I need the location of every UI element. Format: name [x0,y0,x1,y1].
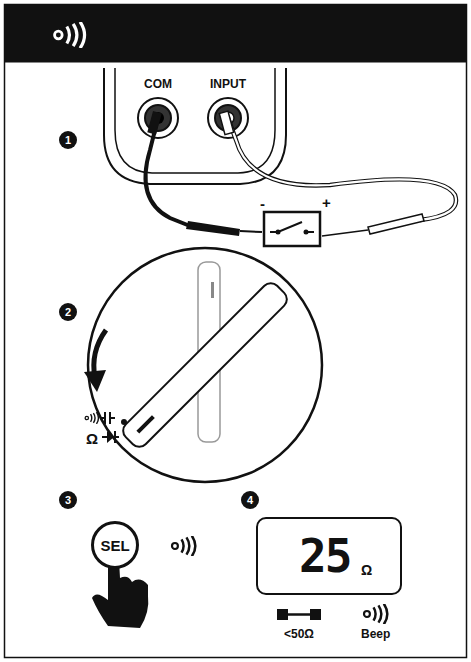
node-text: SEL [100,537,129,554]
red-probe [368,214,424,234]
callout-number: 1 [59,131,77,149]
callout-number: 3 [59,491,77,509]
jack-label: INPUT [210,78,246,90]
callout-number: 2 [59,303,77,321]
callout-number: 4 [241,491,259,509]
beep-label: Beep [361,628,390,640]
node-text: 1 [65,134,71,146]
switch-symbol [264,212,320,246]
node-text: 3 [65,494,71,506]
black-lead [146,118,191,226]
rotary-dial [88,248,322,482]
continuity-icon [172,536,195,557]
continuity-icon [55,22,85,48]
short-circuit-symbol [277,609,321,620]
ohm-symbol: Ω [86,431,98,446]
sel-button: SEL [91,521,139,569]
node-text: 2 [65,306,71,318]
meter-housing [104,68,286,184]
reading-unit: Ω [361,563,372,577]
input-jack [208,98,248,138]
page-frame [5,5,467,658]
diode-symbol [102,431,119,443]
lcd-display: 25Ω [256,517,402,595]
capacitor-symbol [101,412,115,424]
red-lead [228,118,456,220]
node-text: 4 [247,494,253,506]
reading-value: 25 [299,533,350,579]
threshold-label: <50Ω [284,628,314,640]
continuity-icon [364,604,387,625]
continuity-icon [85,412,98,424]
polarity-sign: - [260,196,265,211]
black-probe [186,221,240,236]
polarity-sign: + [322,195,331,210]
position-dot [121,419,127,425]
jack-label: COM [144,78,172,90]
header-bar [5,5,467,63]
com-jack [138,98,178,138]
knob [119,279,290,450]
